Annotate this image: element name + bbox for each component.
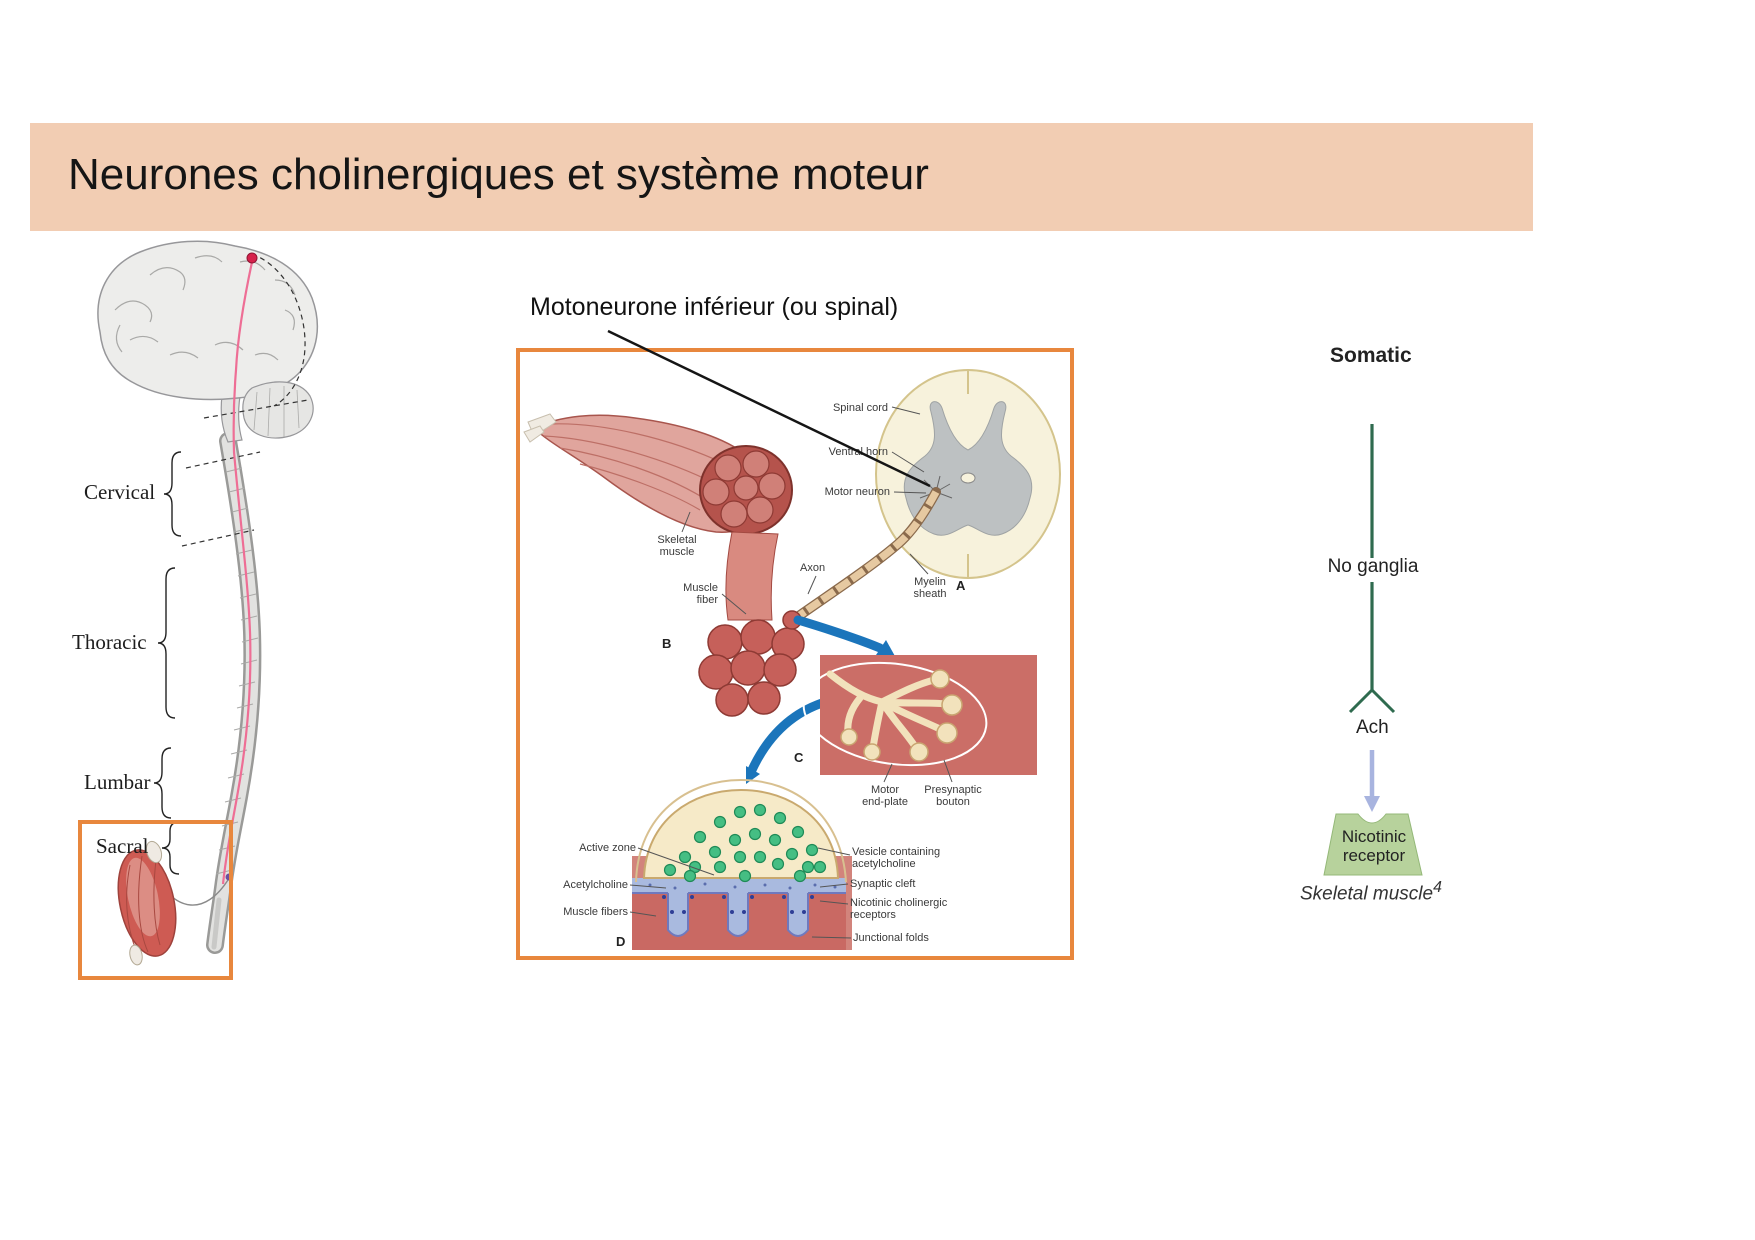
label-cervical: Cervical xyxy=(84,480,156,504)
brainstem-drawing xyxy=(220,395,243,443)
muscle-fiber-label: Muscle fiber xyxy=(683,582,718,606)
no-ganglia-label: No ganglia xyxy=(1327,556,1419,577)
motor-cortex-dot xyxy=(246,252,258,264)
axon-drawing xyxy=(791,487,941,623)
arrow-to-endplate xyxy=(793,615,896,658)
skeletal-muscle-caption: Skeletal muscle4 xyxy=(1300,879,1442,905)
synapse-panel xyxy=(632,778,852,950)
nicotinic-receptor-label: Nicotinic receptor xyxy=(1341,827,1407,865)
muscle-cut-face xyxy=(699,445,793,535)
motoneuron-annotation: Motoneurone inférieur (ou spinal) xyxy=(530,293,899,321)
label-thoracic: Thoracic xyxy=(72,630,147,654)
muscle-fibers-label: Muscle fibers xyxy=(563,906,628,918)
presynaptic-bouton-label: Presynaptic bouton xyxy=(924,784,982,808)
fiber-trunk xyxy=(725,531,779,621)
cerebellum-drawing xyxy=(242,381,314,439)
spinal-cord-label: Spinal cord xyxy=(832,402,888,414)
synaptic-cleft-label: Synaptic cleft xyxy=(850,878,916,890)
label-lumbar: Lumbar xyxy=(84,770,151,794)
nmj-diagram xyxy=(523,369,1061,950)
ach-arrow-head xyxy=(1364,796,1380,812)
acetylcholine-label: Acetylcholine xyxy=(563,879,628,891)
nmj-figure-box: Spinal cord Ventral horn Motor neuron A … xyxy=(516,348,1074,960)
skeletal-muscle-drawing xyxy=(523,413,805,717)
axon-label: Axon xyxy=(800,562,826,574)
cervical-brace xyxy=(163,451,182,537)
nerve-terminal-fork xyxy=(1348,688,1396,714)
ach-label: Ach xyxy=(1356,717,1389,738)
sacral-brace xyxy=(161,821,180,875)
region-braces xyxy=(153,451,182,875)
dashed-section-lines xyxy=(181,253,309,547)
panel-a-label: A xyxy=(956,578,966,593)
panel-d-label: D xyxy=(616,934,626,949)
muscle-highlight-box xyxy=(78,820,233,980)
somatic-pathway-diagram xyxy=(1323,424,1423,876)
corticospinal-tract-line xyxy=(221,252,258,885)
nicotinic-receptors-label: Nicotinic cholinergic receptors xyxy=(850,897,948,921)
ventral-horn-label: Ventral horn xyxy=(828,446,888,458)
motor-neuron-label: Motor neuron xyxy=(824,486,890,498)
vesicle-containing-label: Vesicle containing acetylcholine xyxy=(852,846,941,870)
cleft-molecules xyxy=(648,882,837,890)
spinal-cord-cross-section xyxy=(875,369,1061,579)
muscle-fiber-bundle xyxy=(698,610,805,717)
lumbar-brace xyxy=(153,747,172,819)
acetylcholine-vesicles xyxy=(663,803,827,883)
skeletal-muscle-caption-ref: 4 xyxy=(1433,879,1442,896)
active-zone-label: Active zone xyxy=(579,842,636,854)
junctional-folds-label: Junctional folds xyxy=(853,932,929,944)
panel-b-label: B xyxy=(662,636,672,651)
junctional-folds-drawing xyxy=(667,893,809,937)
pointer-lines xyxy=(629,406,953,939)
spinal-cord-drawing xyxy=(206,432,262,954)
nicotinic-receptor-shape xyxy=(1323,813,1423,876)
receptor-dots xyxy=(662,895,814,914)
motor-end-plate-panel xyxy=(802,655,1037,775)
skeletal-muscle-caption-text: Skeletal muscle xyxy=(1300,883,1434,905)
skeletal-muscle-label: Skeletal muscle xyxy=(657,534,697,558)
label-sacral: Sacral xyxy=(96,834,149,858)
slide-title: Neurones cholinergiques et système moteu… xyxy=(68,150,929,199)
thoracic-brace xyxy=(157,567,176,719)
somatic-title: Somatic xyxy=(1330,344,1412,367)
panel-c-label: C xyxy=(794,750,804,765)
myelin-sheath-label: Myelin sheath xyxy=(913,576,947,600)
target-muscle-drawing xyxy=(117,840,177,966)
title-banner: Neurones cholinergiques et système moteu… xyxy=(30,123,1533,231)
brain-drawing xyxy=(97,240,319,401)
motor-end-plate-label: Motor end-plate xyxy=(862,784,908,808)
cns-motor-pathway-illustration xyxy=(97,240,319,966)
